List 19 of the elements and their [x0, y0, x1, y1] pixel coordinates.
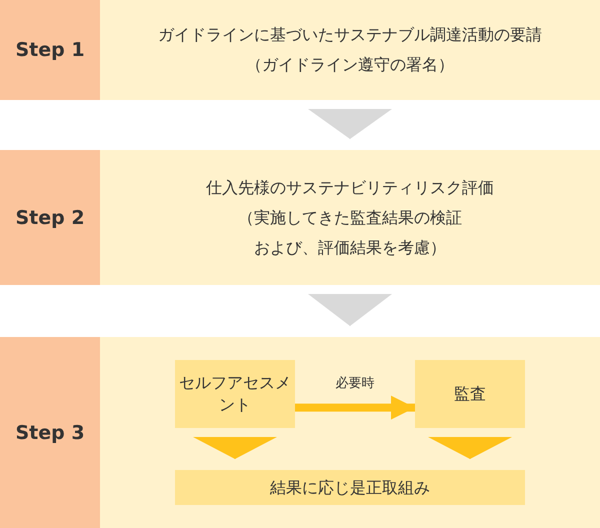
- note-text: （ガイドライン遵守の署名）: [246, 54, 454, 76]
- content-box: [100, 337, 600, 528]
- result-box: 結果に応じ是正取組み: [175, 470, 525, 505]
- content-box: [100, 0, 600, 100]
- content-box: [100, 150, 600, 285]
- process-box: 監査: [415, 360, 525, 428]
- chevron-arrow: [428, 436, 512, 460]
- edge-label: 必要時: [334, 374, 376, 392]
- process-box: セルフアセスメント: [175, 360, 295, 428]
- chevron-arrow: [308, 294, 392, 326]
- step-label-box: Step 1: [0, 0, 100, 100]
- chevron-arrow: [308, 108, 392, 140]
- step-label-box: Step 3: [0, 337, 100, 528]
- chevron-arrow: [193, 436, 277, 460]
- description-text: ガイドラインに基づいたサステナブル調達活動の要請: [158, 24, 542, 46]
- description-text: 仕入先様のサステナビリティリスク評価: [206, 176, 494, 198]
- arrow: [295, 396, 415, 420]
- step-label-box: Step 2: [0, 150, 100, 285]
- note-text: （実施してきた監査結果の検証および、評価結果を考慮）: [237, 206, 463, 258]
